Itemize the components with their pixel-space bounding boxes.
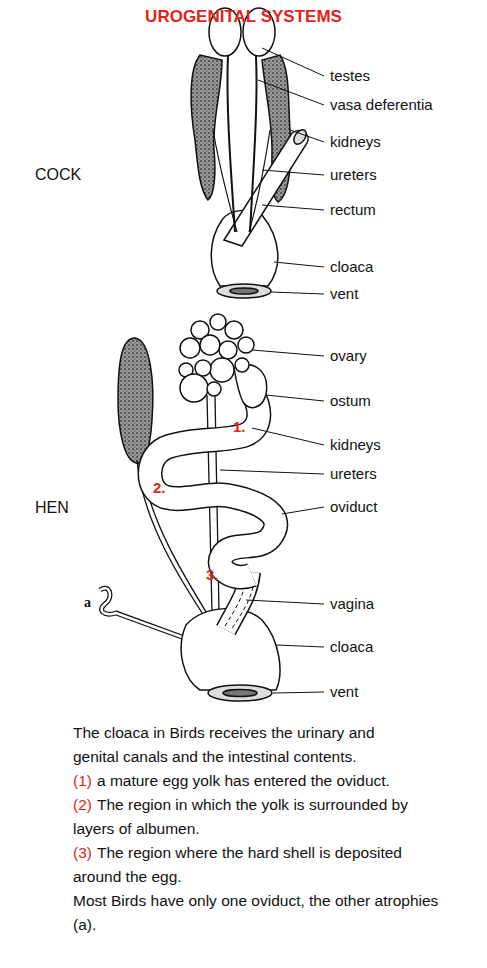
note-text: The region where the hard shell is depos… bbox=[73, 844, 402, 885]
note-number: (2) bbox=[73, 796, 92, 813]
part-label: kidneys bbox=[330, 133, 381, 151]
vent-shape bbox=[217, 284, 271, 298]
leader-lines bbox=[258, 48, 324, 294]
caption-paragraph: (2)The region in which the yolk is surro… bbox=[73, 793, 445, 841]
cock-organs bbox=[191, 8, 309, 298]
callout-number: 1. bbox=[233, 418, 246, 436]
part-label: vent bbox=[330, 683, 358, 701]
part-label: ostum bbox=[330, 392, 371, 410]
part-label: rectum bbox=[330, 201, 376, 219]
note-number: (1) bbox=[73, 772, 92, 789]
vent-shape bbox=[208, 685, 272, 701]
callout-number: 2. bbox=[153, 479, 166, 497]
kidney-shape bbox=[118, 338, 153, 463]
hen-organs bbox=[100, 314, 280, 701]
rectum-opening bbox=[291, 128, 308, 147]
part-label: vagina bbox=[330, 595, 374, 613]
note-text: a mature egg yolk has entered the oviduc… bbox=[97, 772, 390, 789]
callout-number: 3. bbox=[206, 566, 219, 584]
caption-paragraph: Most Birds have only one oviduct, the ot… bbox=[73, 889, 445, 937]
ovary-cluster bbox=[179, 314, 254, 402]
part-label: cloaca bbox=[330, 258, 373, 276]
caption-paragraph: (1) a mature egg yolk has entered the ovi… bbox=[73, 769, 445, 793]
note-number: (3) bbox=[73, 844, 92, 861]
part-label: vasa deferentia bbox=[330, 96, 433, 114]
oviduct-tube bbox=[150, 392, 276, 577]
part-label: testes bbox=[330, 67, 370, 85]
part-label: cloaca bbox=[330, 638, 373, 656]
kidney-shape bbox=[191, 55, 222, 200]
part-label: vent bbox=[330, 285, 358, 303]
part-label: ureters bbox=[330, 166, 377, 184]
part-label: ovary bbox=[330, 347, 367, 365]
animal-label: HEN bbox=[35, 498, 69, 517]
diagram-title: UROGENITAL SYSTEMS bbox=[0, 7, 487, 27]
vent-opening bbox=[223, 690, 257, 697]
caption-text: The cloaca in Birds receives the urinary… bbox=[73, 724, 375, 765]
vent-opening bbox=[230, 288, 258, 294]
atrophied-oviduct bbox=[100, 588, 190, 640]
callout-letter: a bbox=[84, 595, 91, 612]
note-text: The region in which the yolk is surround… bbox=[73, 796, 408, 837]
note-text: Most Birds have only one oviduct, the ot… bbox=[73, 892, 438, 933]
atrophied-oviduct bbox=[100, 588, 190, 640]
oviduct-tube bbox=[150, 392, 276, 577]
caption-block: The cloaca in Birds receives the urinary… bbox=[73, 721, 473, 937]
ureter-line bbox=[249, 130, 270, 232]
leader-lines bbox=[220, 350, 324, 693]
caption-paragraph: (3)The region where the hard shell is de… bbox=[73, 841, 445, 889]
part-label: ureters bbox=[330, 465, 377, 483]
animal-label: COCK bbox=[35, 165, 81, 184]
caption-paragraph: The cloaca in Birds receives the urinary… bbox=[73, 721, 413, 769]
part-label: oviduct bbox=[330, 498, 378, 516]
ureter-line bbox=[213, 130, 237, 232]
duct-line bbox=[227, 56, 235, 232]
part-label: kidneys bbox=[330, 436, 381, 454]
